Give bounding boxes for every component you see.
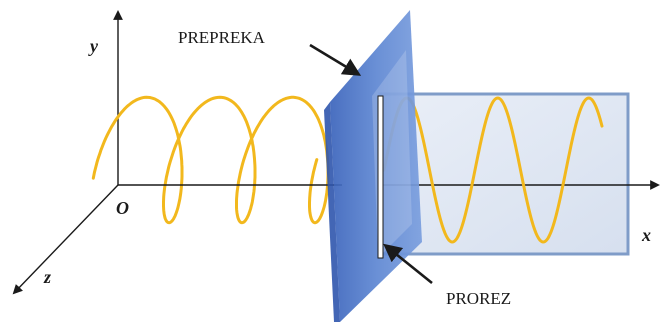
axis-x-label: x: [641, 225, 651, 245]
origin-label: O: [116, 198, 129, 218]
obstacle-label: PREPREKA: [178, 28, 266, 47]
barrier: [324, 10, 422, 322]
z-axis: [12, 184, 119, 295]
slit-pointer: [383, 243, 433, 285]
slit: [377, 95, 384, 259]
polarization-plane: [378, 92, 630, 256]
obstacle-pointer: [309, 43, 362, 76]
axis-y-label: y: [88, 36, 99, 56]
slit-label: PROREZ: [446, 289, 511, 308]
axis-z-label: z: [43, 267, 51, 287]
linear-wave: [382, 96, 604, 244]
